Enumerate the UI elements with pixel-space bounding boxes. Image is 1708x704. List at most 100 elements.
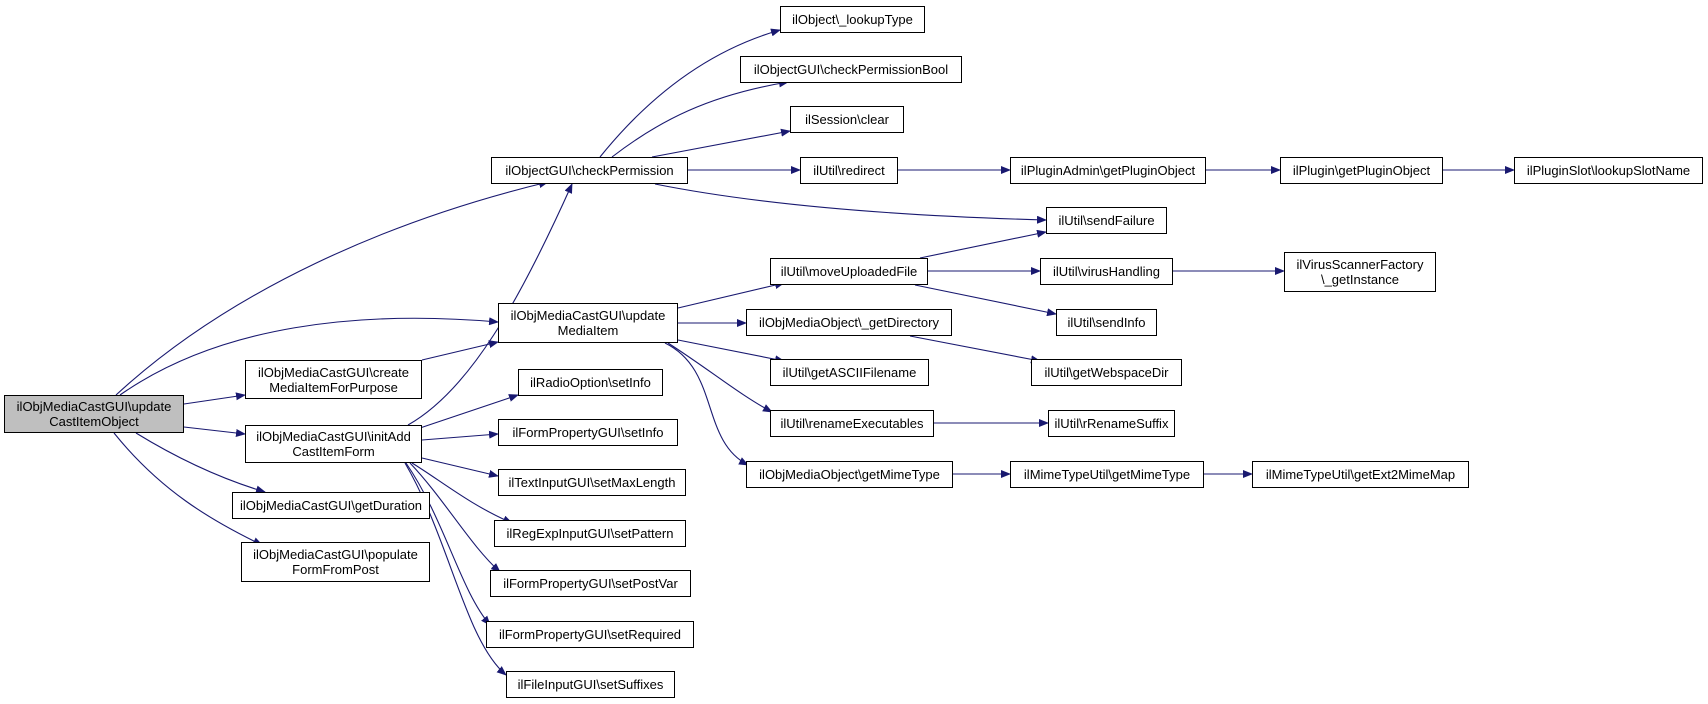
node-regexp-input-set-pattern[interactable]: ilRegExpInputGUI\setPattern [494,520,686,547]
node-get-ascii-filename[interactable]: ilUtil\getASCIIFilename [770,359,929,386]
node-r-rename-suffix[interactable]: ilUtil\rRenameSuffix [1048,410,1175,437]
node-label: ilTextInputGUI\setMaxLength [508,475,676,490]
node-get-webspace-dir[interactable]: ilUtil\getWebspaceDir [1031,359,1182,386]
node-label: ilUtil\virusHandling [1053,264,1160,279]
node-label: ilObject\_lookupType [792,12,913,27]
edge-updatemediaitem-getasciifilename [677,339,785,364]
edge-updatemediaitem-renameexecutables [667,342,773,413]
node-label-line1: ilObjMediaCastGUI\create [258,364,409,380]
node-plugin-admin-get-plugin-object[interactable]: ilPluginAdmin\getPluginObject [1010,157,1206,184]
node-label-line2: MediaItem [557,323,619,338]
edge-create-updatemediaitem [421,340,499,361]
edge-initadd-radiosetinfo [419,394,519,429]
node-lookup-slot-name[interactable]: ilPluginSlot\lookupSlotName [1514,157,1703,184]
node-label: ilPluginAdmin\getPluginObject [1020,163,1196,178]
node-label: ilObjMediaObject\getMimeType [759,467,940,482]
node-label: ilFormPropertyGUI\setInfo [512,425,664,440]
edge-root-initaddcastitemform [183,426,246,437]
node-label: ilSession\clear [805,112,889,127]
edge-checkpermission-checkpermissionbool [611,79,789,158]
node-move-uploaded-file[interactable]: ilUtil\moveUploadedFile [770,258,928,285]
node-update-media-item[interactable]: ilObjMediaCastGUI\update MediaItem [498,303,678,343]
node-get-duration[interactable]: ilObjMediaCastGUI\getDuration [232,492,430,519]
node-label: ilObjMediaObject\_getDirectory [759,315,939,330]
node-label: ilUtil\sendFailure [1058,213,1155,228]
node-check-permission[interactable]: ilObjectGUI\checkPermission [491,157,688,184]
node-update-cast-item-object[interactable]: ilObjMediaCastGUI\update CastItemObject [4,395,184,433]
edge-initadd-checkpermission [407,183,573,426]
node-get-directory[interactable]: ilObjMediaObject\_getDirectory [746,309,952,336]
node-label: ilObjectGUI\checkPermission [505,163,674,178]
edge-initadd-setpattern [411,462,513,524]
node-get-ext2-mime-map[interactable]: ilMimeTypeUtil\getExt2MimeMap [1252,461,1469,488]
node-label: ilRadioOption\setInfo [530,375,651,390]
node-label: ilPluginSlot\lookupSlotName [1526,163,1691,178]
node-plugin-get-plugin-object[interactable]: ilPlugin\getPluginObject [1280,157,1443,184]
edge-initadd-setmaxlength [421,457,499,478]
node-label: ilRegExpInputGUI\setPattern [506,526,674,541]
edge-initadd-setrequired [405,462,491,626]
node-label-line1: ilObjMediaCastGUI\update [510,308,666,323]
node-check-permission-bool[interactable]: ilObjectGUI\checkPermissionBool [740,56,962,83]
node-init-add-cast-item-form[interactable]: ilObjMediaCastGUI\initAdd CastItemForm [245,425,422,463]
node-label: ilUtil\rRenameSuffix [1054,416,1169,431]
edge-root-getduration [135,432,266,494]
node-label-line2: MediaItemForPurpose [269,379,398,395]
node-label: ilUtil\redirect [813,163,885,178]
node-create-media-item-for-purpose[interactable]: ilObjMediaCastGUI\create MediaItemForPur… [245,360,422,399]
node-label: ilMimeTypeUtil\getExt2MimeMap [1265,467,1456,482]
edge-root-checkpermission [115,180,549,396]
edge-moveuploadedfile-sendinfo [914,284,1057,317]
node-label: ilUtil\moveUploadedFile [780,264,918,279]
edge-checkpermission-sendfailure [654,183,1047,224]
edge-updatemediaitem-getmimetype [664,342,749,466]
edge-root-updatemediaitem [119,317,499,396]
node-label-line2: CastItemObject [49,414,139,429]
node-label: ilFormPropertyGUI\setRequired [498,627,682,642]
node-file-input-set-suffixes[interactable]: ilFileInputGUI\setSuffixes [506,671,675,698]
edge-initadd-setpostvar [409,462,501,573]
node-label: ilFileInputGUI\setSuffixes [517,677,664,692]
node-form-property-set-post-var[interactable]: ilFormPropertyGUI\setPostVar [490,570,691,597]
node-form-property-set-required[interactable]: ilFormPropertyGUI\setRequired [486,621,694,648]
edge-root-populateform [113,432,263,546]
edge-initadd-formpropsetinfo [421,430,499,441]
node-text-input-set-max-length[interactable]: ilTextInputGUI\setMaxLength [498,469,686,496]
edge-checkpermission-sessionclear [651,128,791,158]
node-label-line1: ilVirusScannerFactory [1296,257,1424,272]
node-redirect[interactable]: ilUtil\redirect [800,157,898,184]
node-label: ilFormPropertyGUI\setPostVar [503,576,678,591]
node-label: ilPlugin\getPluginObject [1292,163,1431,178]
node-populate-form-from-post[interactable]: ilObjMediaCastGUI\populate FormFromPost [241,542,430,582]
node-media-object-get-mime-type[interactable]: ilObjMediaObject\getMimeType [746,461,953,488]
edge-checkpermission-lookuptype [599,28,781,158]
node-form-property-set-info[interactable]: ilFormPropertyGUI\setInfo [498,419,678,446]
edge-moveuploadedfile-sendfailure [919,229,1047,259]
node-send-failure[interactable]: ilUtil\sendFailure [1046,207,1167,234]
node-label: ilMimeTypeUtil\getMimeType [1023,467,1191,482]
node-rename-executables[interactable]: ilUtil\renameExecutables [770,410,934,437]
node-label: ilObjMediaCastGUI\getDuration [239,498,423,513]
node-radio-option-set-info[interactable]: ilRadioOption\setInfo [518,369,663,396]
node-label-line2: \_getInstance [1320,272,1400,287]
edge-updatemediaitem-moveuploadedfile [677,281,785,309]
node-label: ilUtil\getWebspaceDir [1044,365,1169,380]
node-label-line2: CastItemForm [292,444,375,459]
node-label-line1: ilObjMediaCastGUI\populate [253,547,418,562]
node-lookup-type[interactable]: ilObject\_lookupType [780,6,925,33]
edge-root-createmediaitem [183,392,246,405]
node-label: ilUtil\renameExecutables [780,416,924,431]
node-send-info[interactable]: ilUtil\sendInfo [1056,309,1157,336]
node-label-line1: ilObjMediaCastGUI\update [16,399,172,414]
node-label-line1: ilObjMediaCastGUI\initAdd [256,429,411,444]
node-label: ilObjectGUI\checkPermissionBool [753,62,949,77]
node-mime-type-util-get-mime-type[interactable]: ilMimeTypeUtil\getMimeType [1010,461,1204,488]
node-session-clear[interactable]: ilSession\clear [790,106,904,133]
node-label-line2: FormFromPost [292,562,379,577]
node-virus-handling[interactable]: ilUtil\virusHandling [1040,258,1173,285]
edge-getdirectory-getwebspacedir [909,335,1041,364]
node-label: ilUtil\getASCIIFilename [782,365,917,380]
node-virus-scanner-factory-get-instance[interactable]: ilVirusScannerFactory \_getInstance [1284,252,1436,292]
